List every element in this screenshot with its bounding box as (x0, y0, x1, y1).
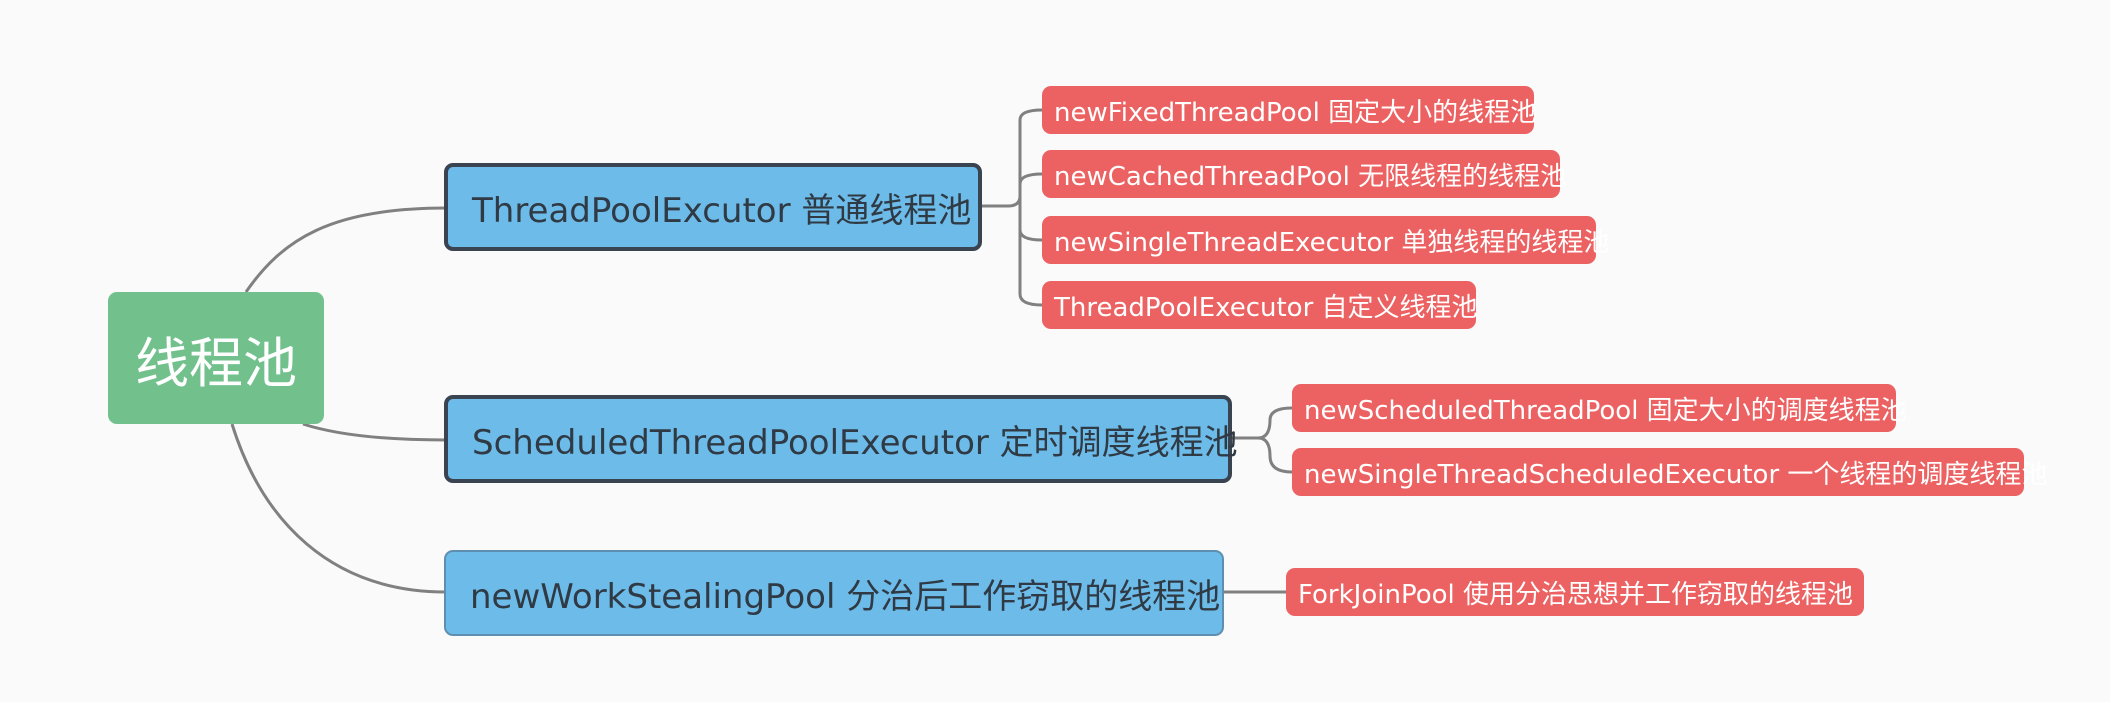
leaf-newcachedthreadpool[interactable]: newCachedThreadPool 无限线程的线程池 (1042, 150, 1566, 198)
link-root-branch-1 (244, 206, 447, 293)
link-branch-1-trunk (982, 120, 1022, 294)
link-branch-1-leaf-2 (1018, 172, 1043, 185)
leaf-label: newScheduledThreadPool 固定大小的调度线程池 (1304, 395, 1907, 426)
root-node[interactable]: 线程池 (108, 292, 324, 424)
link-branch-2-leaf-1 (1257, 406, 1293, 440)
leaf-newfixedthreadpool[interactable]: newFixedThreadPool 固定大小的线程池 (1042, 86, 1537, 134)
branch-scheduledthreadpoolexecutor[interactable]: ScheduledThreadPoolExecutor 定时调度线程池 (444, 395, 1238, 483)
leaf-label: newSingleThreadScheduledExecutor 一个线程的调度… (1304, 459, 2048, 490)
leaf-label: ThreadPoolExecutor 自定义线程池 (1054, 292, 1478, 323)
leaf-label: ForkJoinPool 使用分治思想并工作窃取的线程池 (1298, 579, 1854, 610)
leaf-label: newFixedThreadPool 固定大小的线程池 (1054, 97, 1537, 128)
link-branch-2-leaf-2 (1257, 436, 1293, 474)
leaf-label: newCachedThreadPool 无限线程的线程池 (1054, 161, 1567, 192)
leaf-newsinglethreadexecutor[interactable]: newSingleThreadExecutor 单独线程的线程池 (1042, 216, 1609, 264)
branch-newworkstealingpool[interactable]: newWorkStealingPool 分治后工作窃取的线程池 (444, 550, 1224, 636)
leaf-forkjoinpool[interactable]: ForkJoinPool 使用分治思想并工作窃取的线程池 (1286, 568, 1864, 616)
link-branch-1-leaf-4 (1018, 293, 1043, 307)
branch-label: ThreadPoolExcutor 普通线程池 (472, 190, 972, 231)
leaf-threadpoolexecutor[interactable]: ThreadPoolExecutor 自定义线程池 (1042, 281, 1478, 329)
link-branch-1-leaf-1 (1007, 108, 1043, 208)
link-root-branch-3 (230, 423, 447, 594)
link-root-branch-2 (302, 422, 447, 442)
branch-threadpoolexcutor[interactable]: ThreadPoolExcutor 普通线程池 (444, 163, 982, 251)
branch-label: newWorkStealingPool 分治后工作窃取的线程池 (470, 576, 1221, 617)
root-label: 线程池 (135, 331, 297, 395)
leaf-label: newSingleThreadExecutor 单独线程的线程池 (1054, 227, 1610, 258)
branch-label: ScheduledThreadPoolExecutor 定时调度线程池 (472, 422, 1238, 463)
leaf-newsinglethreadscheduledexecutor[interactable]: newSingleThreadScheduledExecutor 一个线程的调度… (1292, 448, 2047, 496)
leaf-newscheduledthreadpool[interactable]: newScheduledThreadPool 固定大小的调度线程池 (1292, 384, 1907, 432)
link-branch-1-leaf-3 (1018, 229, 1043, 242)
